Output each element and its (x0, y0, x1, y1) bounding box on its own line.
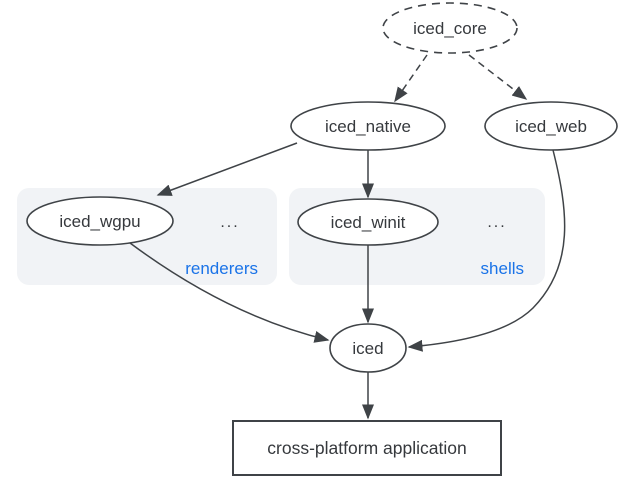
node-iced-core-label: iced_core (413, 19, 487, 38)
node-iced-winit-label: iced_winit (331, 213, 406, 232)
renderers-group-label: renderers (185, 259, 258, 278)
node-iced-label: iced (352, 339, 383, 358)
node-iced-wgpu (26, 196, 174, 246)
node-application-box (232, 420, 502, 476)
edge-wgpu-to-iced (129, 242, 330, 343)
edge-native-to-wgpu (156, 142, 298, 196)
node-iced-core (382, 2, 518, 54)
edge-core-to-native (394, 54, 428, 103)
shells-group-label: shells (481, 259, 524, 278)
node-application-label: cross-platform application (267, 438, 466, 458)
edge-core-to-web (468, 54, 528, 100)
node-iced-wgpu-label: iced_wgpu (59, 212, 140, 231)
shells-ellipsis: ... (487, 214, 506, 231)
node-iced-web (484, 101, 618, 151)
renderers-ellipsis: ... (220, 214, 239, 231)
edge-web-to-iced (407, 149, 566, 352)
node-iced (329, 323, 407, 373)
node-iced-winit (297, 198, 439, 246)
node-iced-native-label: iced_native (325, 117, 411, 136)
node-iced-native (290, 101, 446, 151)
node-iced-web-label: iced_web (515, 117, 587, 136)
